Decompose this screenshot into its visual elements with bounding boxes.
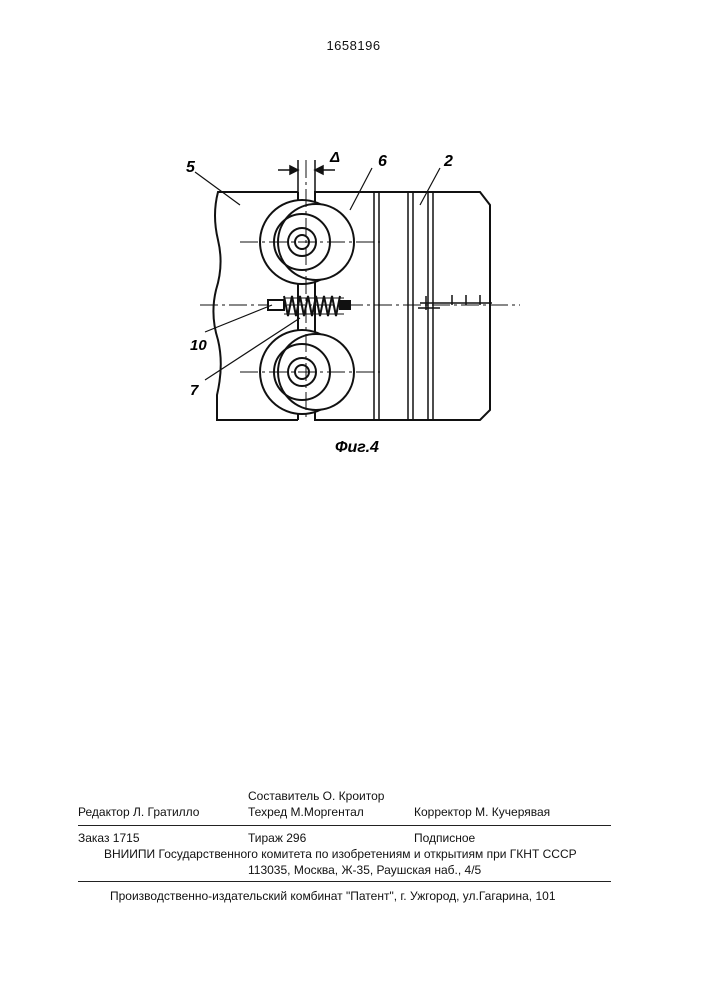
label-gap: Δ	[329, 149, 340, 166]
label-part-2: 2	[443, 153, 453, 170]
divider-bottom	[78, 881, 611, 882]
spring-assembly	[268, 296, 350, 316]
techred: Техред М.Моргентал	[248, 805, 364, 819]
label-part-5: 5	[186, 159, 196, 176]
institute-address: 113035, Москва, Ж-35, Раушская наб., 4/5	[248, 863, 481, 877]
corrector: Корректор М. Кучерявая	[414, 805, 550, 819]
editor: Редактор Л. Гратилло	[78, 805, 199, 819]
circulation: Тираж 296	[248, 831, 306, 845]
compiler: Составитель О. Кроитор	[248, 789, 384, 803]
indicator-marks	[418, 295, 492, 310]
figure-caption: Фиг.4	[335, 439, 379, 456]
order-number: Заказ 1715	[78, 831, 140, 845]
subscription: Подписное	[414, 831, 475, 845]
label-part-6: 6	[378, 153, 387, 170]
divider-top	[78, 825, 611, 826]
label-part-10: 10	[190, 337, 207, 354]
institute: ВНИИПИ Государственного комитета по изоб…	[104, 847, 577, 861]
label-part-7: 7	[190, 382, 199, 399]
printer: Производственно-издательский комбинат "П…	[110, 889, 556, 903]
